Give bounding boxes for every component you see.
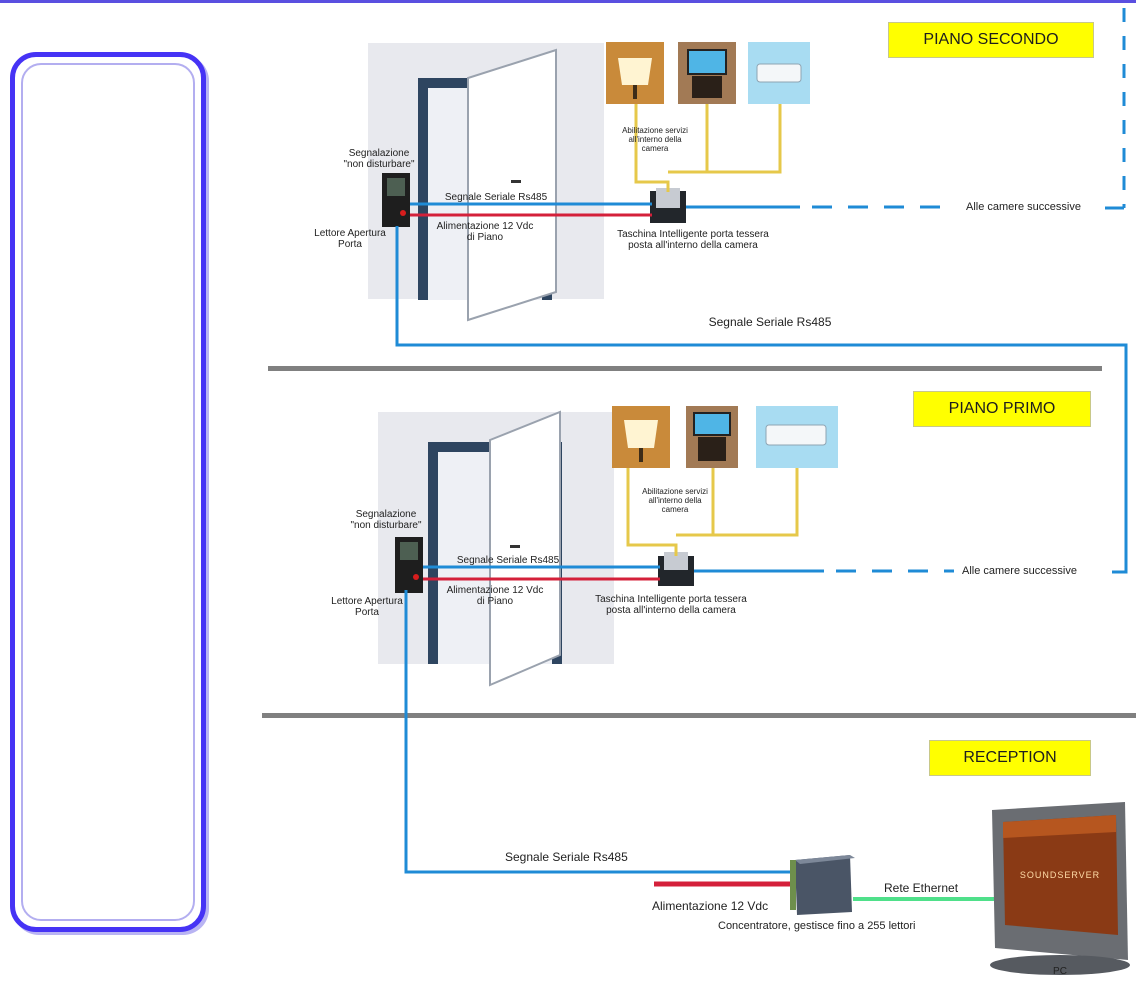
serial-label-first: Segnale Seriale Rs485 [456,555,560,566]
riser-line [395,226,1128,574]
pocket-label-first: Taschina Intelligente porta tessera post… [595,594,747,616]
next-rooms-label-first: Alle camere successive [962,565,1077,577]
floor-label-reception: RECEPTION [929,740,1091,776]
serial-label-second: Segnale Seriale Rs485 [444,192,548,203]
dnd-label-first: Segnalazione "non disturbare" [350,509,422,531]
serial-label-reception: Segnale Seriale Rs485 [505,850,628,864]
serial-line-reception [404,590,795,874]
concentrator-device [790,855,855,915]
door-panel-first [489,410,561,687]
power-label-second: Alimentazione 12 Vdc di Piano [436,221,534,243]
services-wiring-first [626,468,799,556]
reader-label-first: Lettore Apertura Porta [331,596,403,618]
lamp-icon-first [612,406,670,468]
riser-label: Segnale Seriale Rs485 [708,315,832,329]
floor-label-second: PIANO SECONDO [888,22,1094,58]
power-label-reception: Alimentazione 12 Vdc [652,899,769,913]
tv-icon-second [678,42,736,104]
air-conditioner-icon-second [748,42,810,104]
concentrator-label: Concentratore, gestisce fino a 255 letto… [718,920,916,932]
card-pocket-second [650,188,686,223]
power-label-first: Alimentazione 12 Vdc di Piano [446,585,544,607]
door-handle-second [511,180,521,183]
card-pocket-first [658,552,694,586]
lamp-icon-second [606,42,664,104]
floor-label-first: PIANO PRIMO [913,391,1091,427]
top-accent-line [0,0,1136,3]
ethernet-label: Rete Ethernet [884,881,959,895]
door-handle-first [510,545,520,548]
pc-label: PC [1053,966,1067,977]
air-conditioner-icon-first [756,406,838,468]
tv-icon-first [686,406,738,468]
side-panel-inner-border [21,63,195,921]
pocket-label-second: Taschina Intelligente porta tessera post… [617,229,769,251]
room-reader-first [395,537,423,593]
pc-screen-text: SOUNDSERVER [1019,870,1101,880]
next-rooms-label-second: Alle camere successive [966,201,1081,213]
pc-monitor-icon [990,802,1130,975]
side-panel [10,52,206,932]
room-reader-second [382,173,410,227]
floor-separator-2 [262,713,1136,718]
dnd-label-second: Segnalazione "non disturbare" [343,148,415,170]
floor-separator-1 [268,366,1102,371]
door-panel-second [467,48,557,322]
floor-first [378,406,954,687]
services-wiring-second [634,104,782,192]
services-label-second: Abilitazione servizi all'interno della c… [622,126,688,153]
services-label-first: Abilitazione servizi all'interno della c… [642,487,708,514]
reader-label-second: Lettore Apertura Porta [314,228,386,250]
floor-second [368,8,1126,322]
